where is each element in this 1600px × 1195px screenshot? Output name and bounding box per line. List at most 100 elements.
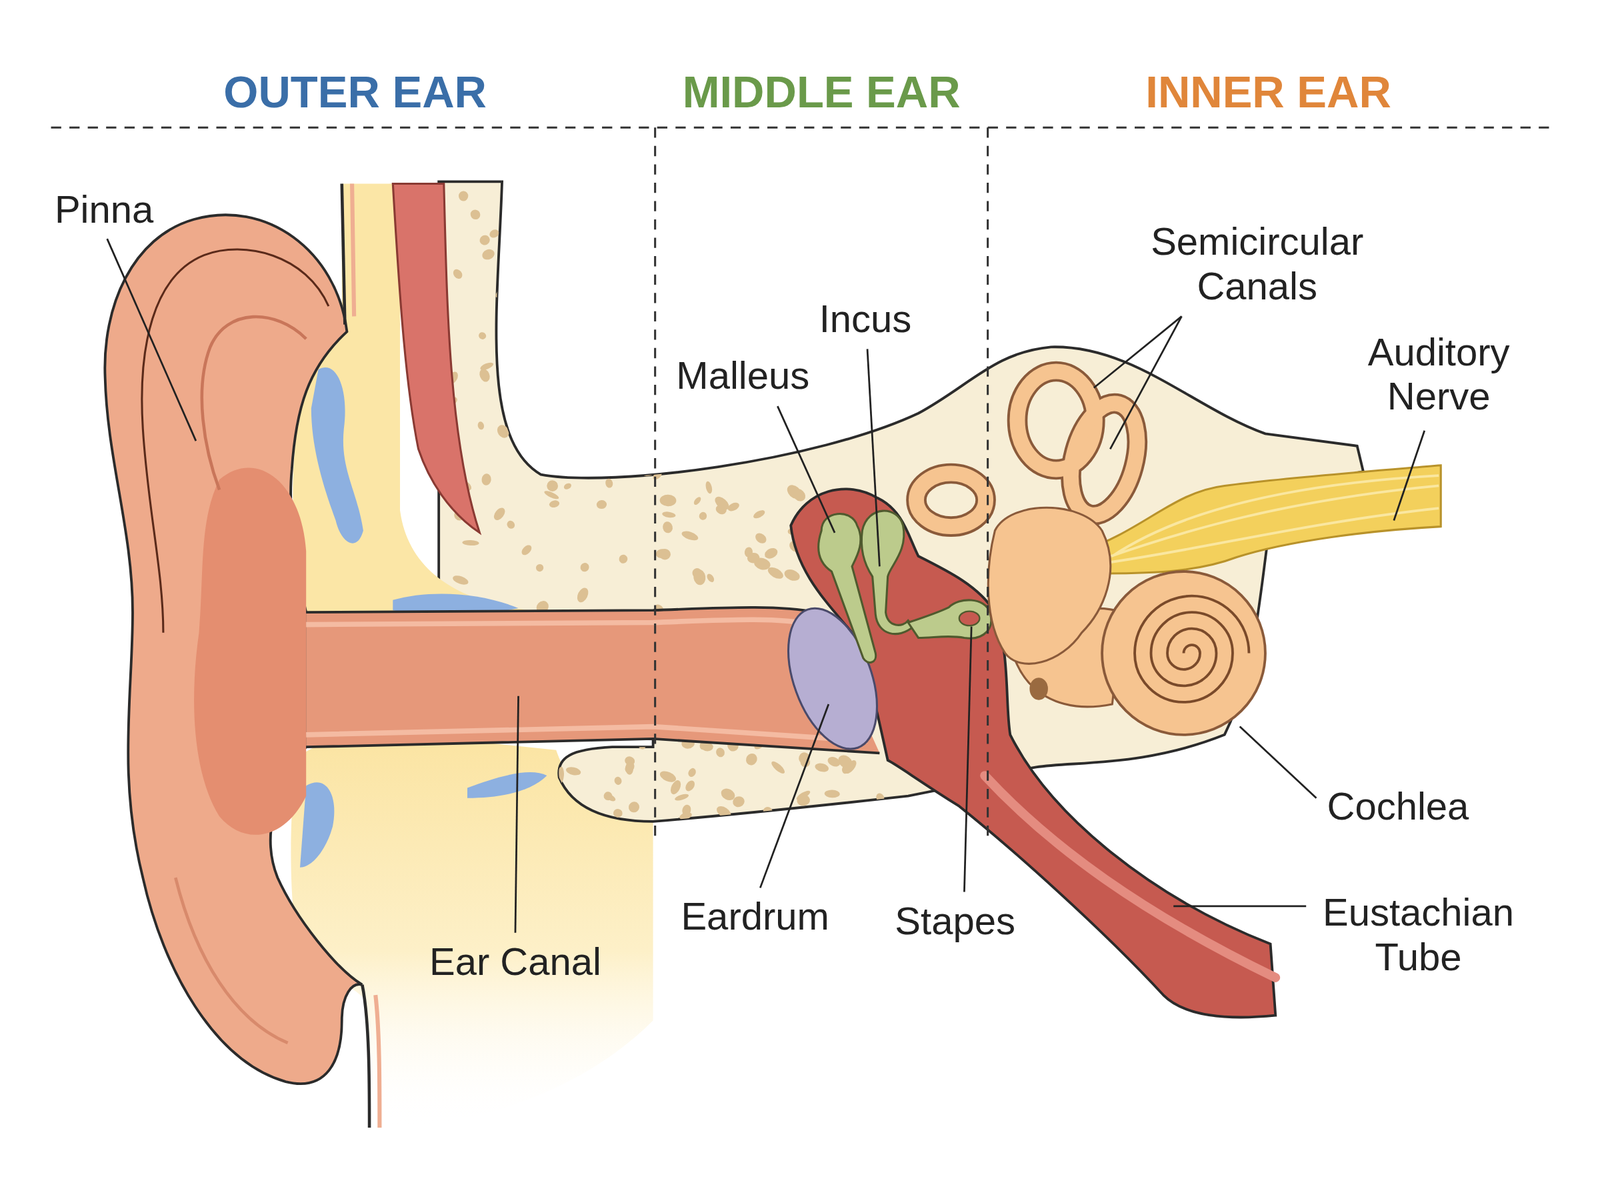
bone-spot — [557, 314, 572, 329]
bone-spot — [558, 322, 574, 340]
bone-spot — [635, 374, 647, 387]
leader-line — [777, 406, 835, 533]
bone-spot — [634, 276, 652, 286]
bone-spot — [674, 792, 690, 802]
bone-spot — [698, 510, 708, 521]
canal-outline — [1060, 396, 1149, 522]
bone-spot — [617, 552, 630, 565]
skin-line — [342, 183, 346, 324]
bone-spot — [650, 216, 665, 232]
label-anchor: Auditory Nerve — [1358, 330, 1519, 419]
semicircular-canal — [916, 473, 986, 527]
bone-spot — [494, 285, 507, 299]
bone-spot — [686, 766, 698, 778]
stapes-bone — [908, 600, 991, 638]
bone-spot — [680, 529, 700, 542]
bone-spot — [536, 564, 544, 572]
canal-outline — [916, 473, 986, 527]
semicircular-canal — [1060, 396, 1149, 522]
bone-spot — [547, 314, 562, 328]
part-label: Incus — [819, 296, 912, 341]
bone-spot — [662, 510, 677, 518]
bone-spot — [604, 333, 619, 341]
label-anchor: Incus — [819, 296, 912, 341]
bone-spot — [533, 373, 550, 386]
leader-line — [867, 348, 880, 566]
bone-spot — [533, 451, 546, 468]
bone-spot — [704, 480, 714, 494]
canal-skin — [306, 619, 868, 741]
bone-spot — [705, 572, 716, 584]
canal-wall — [306, 607, 816, 612]
leader-line — [1394, 430, 1425, 521]
part-label: Auditory Nerve — [1358, 330, 1519, 419]
bone-spot — [578, 560, 591, 573]
bone-spot — [468, 207, 483, 222]
bone-spot — [659, 494, 676, 507]
bone-spot — [527, 437, 541, 451]
bone-spot — [604, 478, 614, 489]
bone-spot — [683, 778, 696, 793]
bone-spot — [518, 270, 530, 282]
section-heading: INNER EAR — [1145, 66, 1392, 118]
bone-spot — [533, 357, 550, 373]
bone-spot — [692, 495, 703, 506]
label-anchor: Pinna — [54, 186, 154, 232]
concha — [194, 468, 306, 835]
bone-spot — [712, 494, 732, 512]
label-anchor: Eustachian Tube — [1315, 890, 1522, 979]
bone-spot — [654, 548, 668, 560]
bone-spot — [516, 306, 526, 316]
section-divider — [986, 127, 989, 839]
bone-spot — [744, 751, 760, 768]
cochlea-shape — [1102, 571, 1266, 735]
bone-spot — [560, 413, 570, 424]
label-anchor: MIDDLE EAR — [682, 66, 961, 118]
bone-spot — [620, 349, 636, 366]
bone-spot — [782, 567, 802, 583]
bone-spot — [661, 336, 676, 348]
bone-spot — [562, 482, 572, 491]
bone-spot — [842, 758, 859, 776]
vestibule — [988, 507, 1110, 664]
nerve-fibers — [1102, 475, 1439, 564]
cartilage — [311, 367, 364, 544]
label-anchor: Eardrum — [680, 894, 829, 939]
part-label: Eardrum — [680, 894, 829, 939]
part-label: Pinna — [54, 186, 154, 232]
part-label: Ear Canal — [429, 938, 602, 984]
bone-spot — [859, 806, 874, 821]
bone-spot — [477, 330, 488, 341]
label-anchor: Malleus — [676, 353, 810, 398]
bone-spot — [626, 799, 642, 815]
bone-spot — [824, 789, 840, 798]
label-anchor: Cochlea — [1327, 784, 1470, 829]
bone-spot — [644, 326, 664, 342]
leader-line — [760, 704, 829, 888]
stapes-opening — [959, 611, 980, 626]
label-anchor: Stapes — [894, 898, 1016, 943]
muscle — [392, 183, 480, 532]
bone-spot — [532, 346, 544, 358]
leader-line — [515, 696, 519, 933]
eardrum-membrane — [771, 596, 895, 761]
section-heading: MIDDLE EAR — [682, 66, 961, 118]
bone-spot — [477, 420, 486, 430]
bone-spot — [478, 233, 492, 248]
bone-spot — [752, 508, 766, 520]
bone-spot — [505, 519, 516, 531]
bone-spot — [478, 367, 492, 384]
bone-spot — [481, 473, 492, 486]
section-divider — [51, 126, 1552, 129]
bone-spot — [544, 478, 561, 494]
part-label: Semicircular Canals — [1137, 220, 1378, 309]
bone-spot — [562, 210, 574, 226]
round-window — [1029, 677, 1048, 700]
part-label: Eustachian Tube — [1315, 890, 1522, 979]
leader-line — [964, 626, 972, 892]
bone-spot — [596, 499, 607, 509]
cartilage — [467, 772, 547, 798]
bone-spot — [548, 253, 564, 268]
bone-spot — [532, 372, 550, 387]
